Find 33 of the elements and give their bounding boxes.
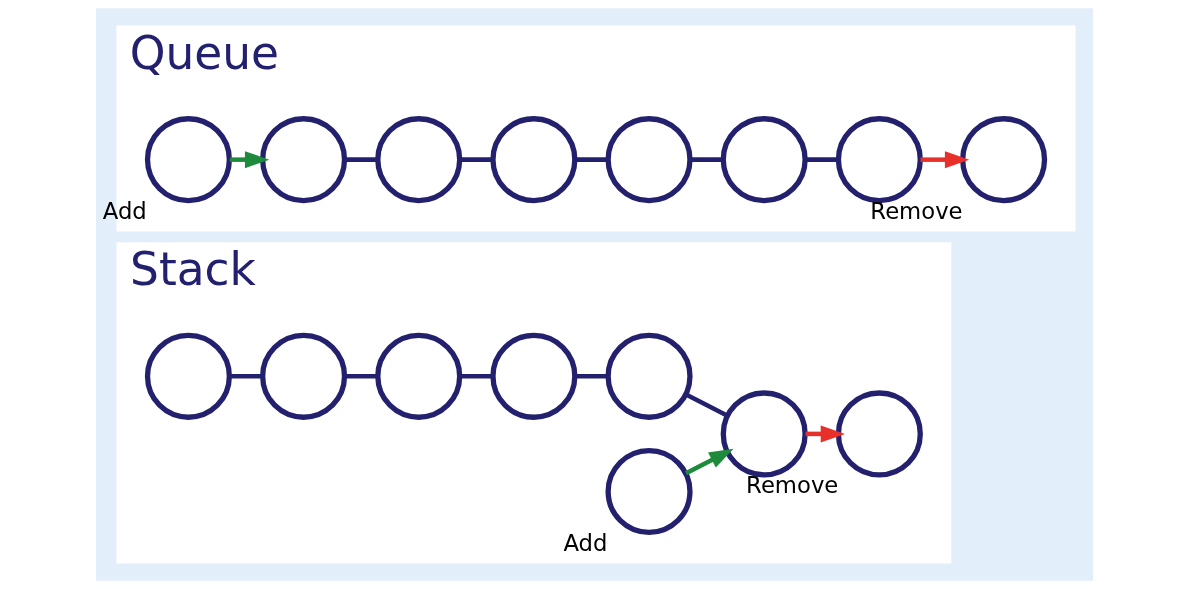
node-circle: [835, 390, 923, 478]
connector: [690, 157, 723, 162]
connector: [460, 157, 493, 162]
node-circle: [605, 116, 693, 204]
connector: [805, 157, 839, 162]
node-circle: [260, 116, 348, 204]
node-circle: [720, 116, 808, 204]
node-circle: [490, 116, 578, 204]
connector: [685, 392, 729, 418]
node-label: Add: [102, 197, 147, 224]
node-circle: [835, 116, 923, 204]
connector: [344, 374, 378, 379]
connector: [229, 374, 263, 379]
node-circle: [260, 332, 348, 420]
node-label: Remove: [746, 471, 839, 498]
node-label: Add: [563, 529, 608, 556]
node-circle: [720, 390, 808, 478]
node-circle: [144, 332, 232, 420]
node-circle: [605, 447, 693, 536]
node-label: Remove: [870, 197, 963, 224]
arrow: [920, 151, 970, 169]
arrow: [229, 151, 270, 169]
connector: [575, 374, 608, 379]
node-circle: [490, 332, 578, 420]
node-circle: [960, 116, 1048, 204]
connector: [575, 157, 608, 162]
node-circle: [605, 332, 693, 420]
arrow: [685, 448, 734, 476]
node-circle: [144, 116, 232, 204]
connector: [460, 374, 493, 379]
node-circle: [375, 332, 463, 420]
node-circle: [375, 116, 463, 204]
connector: [344, 157, 378, 162]
